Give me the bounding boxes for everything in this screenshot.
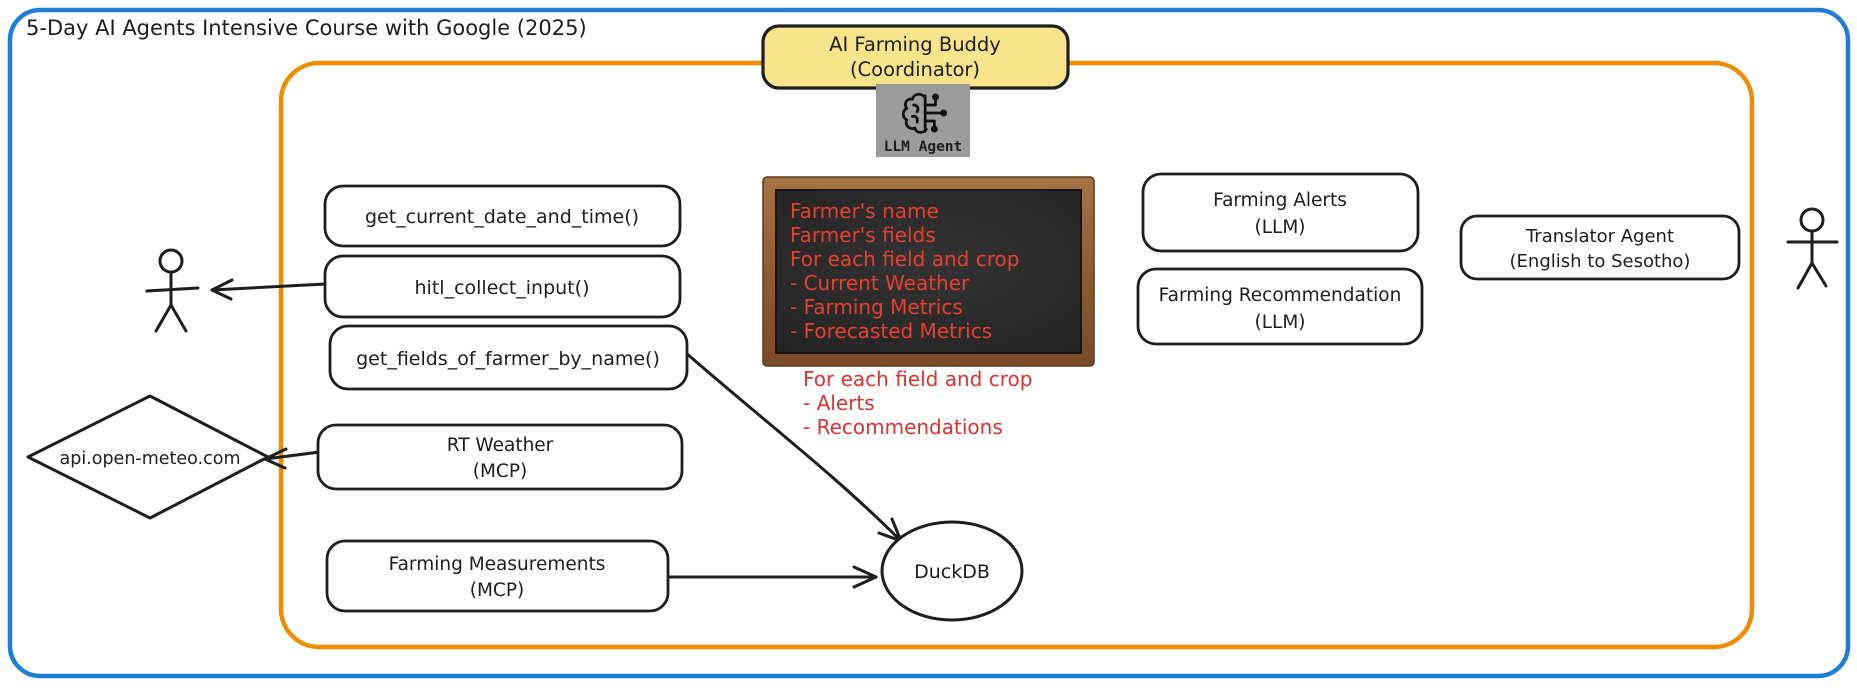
- note-line: - Recommendations: [803, 415, 1003, 439]
- weather-api-diamond: api.open-meteo.com: [26, 394, 270, 520]
- brain-circuit-icon: [901, 92, 947, 134]
- tool-box: [323, 184, 682, 248]
- tool-box: [316, 423, 684, 491]
- coordinator-node: AI Farming Buddy (Coordinator): [761, 24, 1070, 90]
- blackboard-line: Farmer's fields: [790, 223, 936, 247]
- llm-agent-label: LLM Agent: [884, 139, 963, 155]
- node-farming-alerts: Farming Alerts (LLM): [1141, 172, 1420, 253]
- tool-box: [328, 324, 689, 391]
- blackboard-surface: [775, 189, 1082, 354]
- weather-api-label: api.open-meteo.com: [59, 449, 240, 469]
- arrow-hitl-to-farmer: [210, 278, 328, 301]
- agent-box: [1459, 214, 1741, 281]
- tool-box: [325, 539, 670, 613]
- agent-type: (LLM): [1254, 312, 1305, 333]
- node-get-current-date-time: get_current_date_and_time(): [323, 184, 682, 248]
- note-line: For each field and crop: [803, 367, 1032, 391]
- blackboard-line: Farmer's name: [790, 199, 939, 223]
- duckdb-node: DuckDB: [880, 520, 1024, 622]
- note-line: - Alerts: [803, 391, 875, 415]
- agent-box: [1141, 172, 1420, 253]
- person-icon: [1799, 207, 1825, 233]
- farmer-stick-figure-right: [1786, 207, 1839, 290]
- agent-type: (LLM): [1254, 217, 1305, 238]
- blackboard: Farmer's name Farmer's fields For each f…: [762, 176, 1095, 367]
- blackboard-line: - Current Weather: [790, 271, 970, 295]
- tool-type: (MCP): [473, 461, 527, 482]
- node-rt-weather-mcp: RT Weather (MCP): [316, 423, 684, 491]
- person-icon: [158, 248, 184, 274]
- tool-type: (MCP): [470, 580, 524, 601]
- blackboard-line: - Farming Metrics: [790, 295, 963, 319]
- agent-box: [1136, 267, 1424, 346]
- blackboard-line: For each field and crop: [790, 247, 1019, 271]
- diagram-title: 5-Day AI Agents Intensive Course with Go…: [26, 16, 587, 40]
- agent-label: Translator Agent: [1525, 226, 1674, 247]
- node-hitl-collect-input: hitl_collect_input(): [323, 254, 682, 319]
- outer-blue-frame: [7, 7, 1851, 679]
- farmer-stick-figure-left: [145, 248, 200, 333]
- tool-label: RT Weather: [447, 435, 554, 456]
- arrow-measurements-to-duckdb: [668, 565, 878, 589]
- coordinator-name: AI Farming Buddy: [829, 33, 1001, 56]
- coordinator-role: (Coordinator): [850, 58, 980, 81]
- database-ellipse: [880, 520, 1024, 622]
- diamond-shape: [26, 394, 270, 520]
- node-translator-agent: Translator Agent (English to Sesotho): [1459, 214, 1741, 281]
- arrow-rtweather-to-api: [263, 447, 322, 470]
- tool-label: Farming Measurements: [389, 554, 606, 575]
- tool-label: get_fields_of_farmer_by_name(): [356, 348, 660, 370]
- blackboard-line: - Forecasted Metrics: [790, 319, 992, 343]
- node-farming-recommendation: Farming Recommendation (LLM): [1136, 267, 1424, 346]
- output-note: For each field and crop - Alerts - Recom…: [803, 367, 1032, 439]
- node-get-fields-of-farmer: get_fields_of_farmer_by_name(): [328, 324, 689, 391]
- duckdb-label: DuckDB: [914, 561, 990, 583]
- agent-label: Farming Alerts: [1213, 190, 1347, 211]
- tool-label: hitl_collect_input(): [415, 277, 590, 299]
- agent-type: (English to Sesotho): [1510, 251, 1691, 272]
- node-farming-measurements-mcp: Farming Measurements (MCP): [325, 539, 670, 613]
- tool-label: get_current_date_and_time(): [365, 206, 639, 228]
- tool-box: [323, 254, 682, 319]
- agent-label: Farming Recommendation: [1159, 285, 1402, 306]
- llm-agent-badge: LLM Agent: [876, 84, 970, 157]
